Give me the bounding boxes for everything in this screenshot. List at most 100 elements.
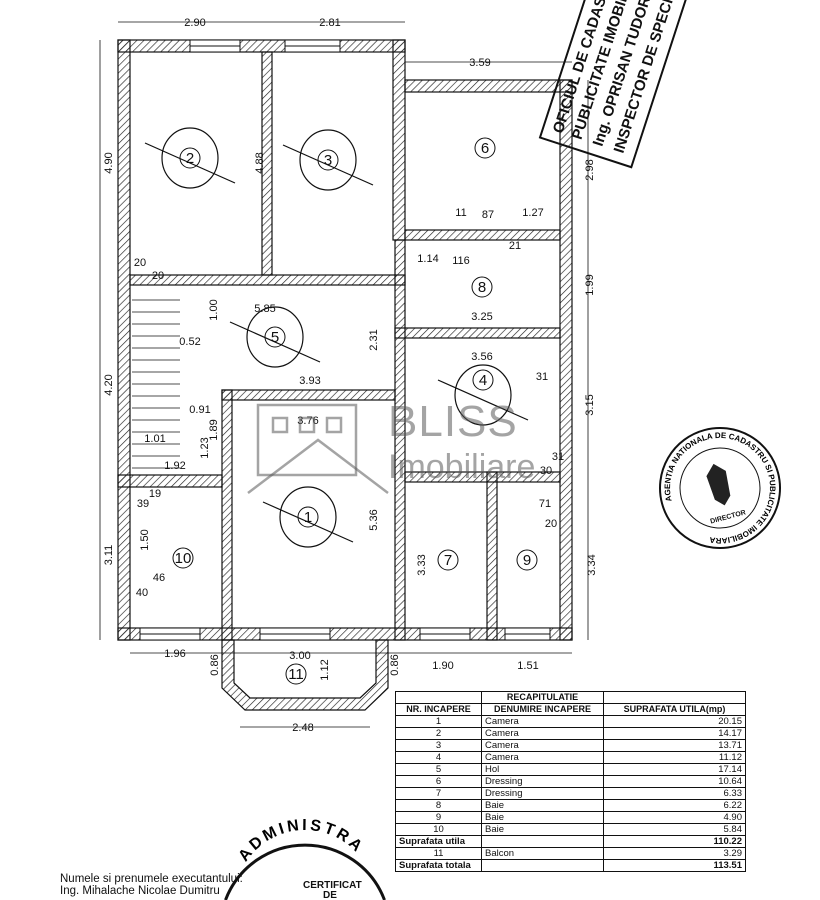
cell-nr: 4 bbox=[395, 751, 482, 764]
dimension-lines bbox=[99, 21, 589, 728]
room-number: 7 bbox=[444, 552, 452, 569]
dimension-label: 1.51 bbox=[517, 660, 538, 672]
executant-info: Numele si prenumele executantului: Ing. … bbox=[60, 873, 243, 897]
dimension-label: 20 bbox=[152, 270, 164, 282]
cell-nr: 10 bbox=[395, 823, 482, 836]
dimension-label: 30 bbox=[540, 465, 552, 477]
room-number: 11 bbox=[288, 666, 304, 683]
dimension-label: 5.85 bbox=[254, 303, 275, 315]
wall bbox=[404, 79, 573, 93]
dimension-label: 1.27 bbox=[522, 207, 543, 219]
dimension-label: 1.99 bbox=[584, 274, 596, 295]
dimension-label: 1.90 bbox=[432, 660, 453, 672]
total-row: Suprafata totala 113.51 bbox=[395, 859, 746, 872]
cell-nr: 9 bbox=[395, 811, 482, 824]
cell-area: 10.64 bbox=[603, 775, 746, 788]
cell-area: 4.90 bbox=[603, 811, 746, 824]
dimension-label: 40 bbox=[136, 587, 148, 599]
dimension-label: 0.86 bbox=[389, 654, 401, 675]
balcony-name: Balcon bbox=[481, 847, 604, 860]
dimension-label: 21 bbox=[509, 240, 521, 252]
room-number-circle bbox=[172, 547, 194, 569]
cell-nr: 2 bbox=[395, 727, 482, 740]
column-header: DENUMIRE INCAPERE bbox=[481, 703, 604, 716]
wall bbox=[394, 327, 561, 339]
dimension-label: 1.14 bbox=[417, 253, 438, 265]
room-number: 1 bbox=[304, 509, 312, 526]
room-number: 6 bbox=[481, 140, 489, 157]
cell-nr: 5 bbox=[395, 763, 482, 776]
wall bbox=[221, 389, 233, 641]
cell-name: Baie bbox=[481, 811, 604, 824]
room-number-circle bbox=[471, 276, 493, 298]
dimension-label: 87 bbox=[482, 209, 494, 221]
cell-area: 5.84 bbox=[603, 823, 746, 836]
dimension-label: 0.52 bbox=[179, 336, 200, 348]
room-number-circle bbox=[474, 137, 496, 159]
dimension-label: 46 bbox=[153, 572, 165, 584]
cell-nr: 6 bbox=[395, 775, 482, 788]
watermark-brand: BLISS bbox=[388, 397, 518, 446]
wall bbox=[117, 39, 131, 641]
dimension-label: 116 bbox=[452, 255, 470, 267]
executant-name: Ing. Mihalache Nicolae Dumitru bbox=[60, 885, 220, 897]
total-label: Suprafata totala bbox=[395, 859, 482, 872]
recap-table: RECAPITULATIE NR. INCAPERE DENUMIRE INCA… bbox=[395, 691, 746, 872]
dimension-label: 1.89 bbox=[208, 419, 220, 440]
sketch-line bbox=[262, 501, 354, 543]
room-number: 2 bbox=[186, 150, 194, 167]
cell-nr: 3 bbox=[395, 739, 482, 752]
wall bbox=[221, 389, 396, 401]
ceiling-lamp-sketch bbox=[299, 129, 357, 191]
ceiling-lamp-sketch bbox=[161, 127, 219, 189]
dimension-label: 2.48 bbox=[292, 722, 313, 734]
dimension-label: 11 bbox=[455, 207, 466, 219]
dimension-label: 2.31 bbox=[368, 329, 380, 350]
wall bbox=[117, 39, 406, 53]
dimension-label: 20 bbox=[545, 518, 557, 530]
room-number: 4 bbox=[479, 372, 487, 389]
ceiling-lamp-sketch bbox=[454, 364, 512, 426]
column-header: NR. INCAPERE bbox=[395, 703, 482, 716]
stamp-center-text: DIRECTOR bbox=[710, 509, 747, 525]
balcony-area: 3.29 bbox=[603, 847, 746, 860]
stamp-line: DE bbox=[323, 890, 337, 900]
total-value: 113.51 bbox=[603, 859, 746, 872]
room-number: 3 bbox=[324, 152, 332, 169]
cell-name: Dressing bbox=[481, 775, 604, 788]
cell-area: 14.17 bbox=[603, 727, 746, 740]
cell-name: Camera bbox=[481, 715, 604, 728]
dimension-label: 3.11 bbox=[103, 545, 115, 566]
cell-name: Baie bbox=[481, 823, 604, 836]
dimension-label: 2.90 bbox=[184, 17, 205, 29]
dimension-label: 3.25 bbox=[471, 311, 492, 323]
dimension-label: 1.01 bbox=[144, 433, 165, 445]
sketch-line bbox=[437, 379, 529, 421]
watermark-logo bbox=[247, 403, 389, 494]
dimension-label: 1.00 bbox=[208, 299, 220, 320]
round-agency-stamp: AGENTIA NATIONALA DE CADASTRU SI PUBLICI… bbox=[650, 418, 790, 558]
recap-title: RECAPITULATIE bbox=[481, 691, 604, 704]
room-number: 5 bbox=[271, 329, 279, 346]
dimension-label: 0.86 bbox=[209, 654, 221, 675]
coat-of-arms-icon bbox=[706, 463, 731, 506]
cell-name: Camera bbox=[481, 739, 604, 752]
wall bbox=[559, 79, 573, 641]
room-number: 9 bbox=[523, 552, 531, 569]
dimension-label: 3.56 bbox=[471, 351, 492, 363]
dimension-label: 71 bbox=[539, 498, 551, 510]
wall bbox=[486, 471, 498, 641]
room-number-circle bbox=[285, 663, 307, 685]
cell-area: 20.15 bbox=[603, 715, 746, 728]
dimension-label: 4.20 bbox=[103, 374, 115, 395]
